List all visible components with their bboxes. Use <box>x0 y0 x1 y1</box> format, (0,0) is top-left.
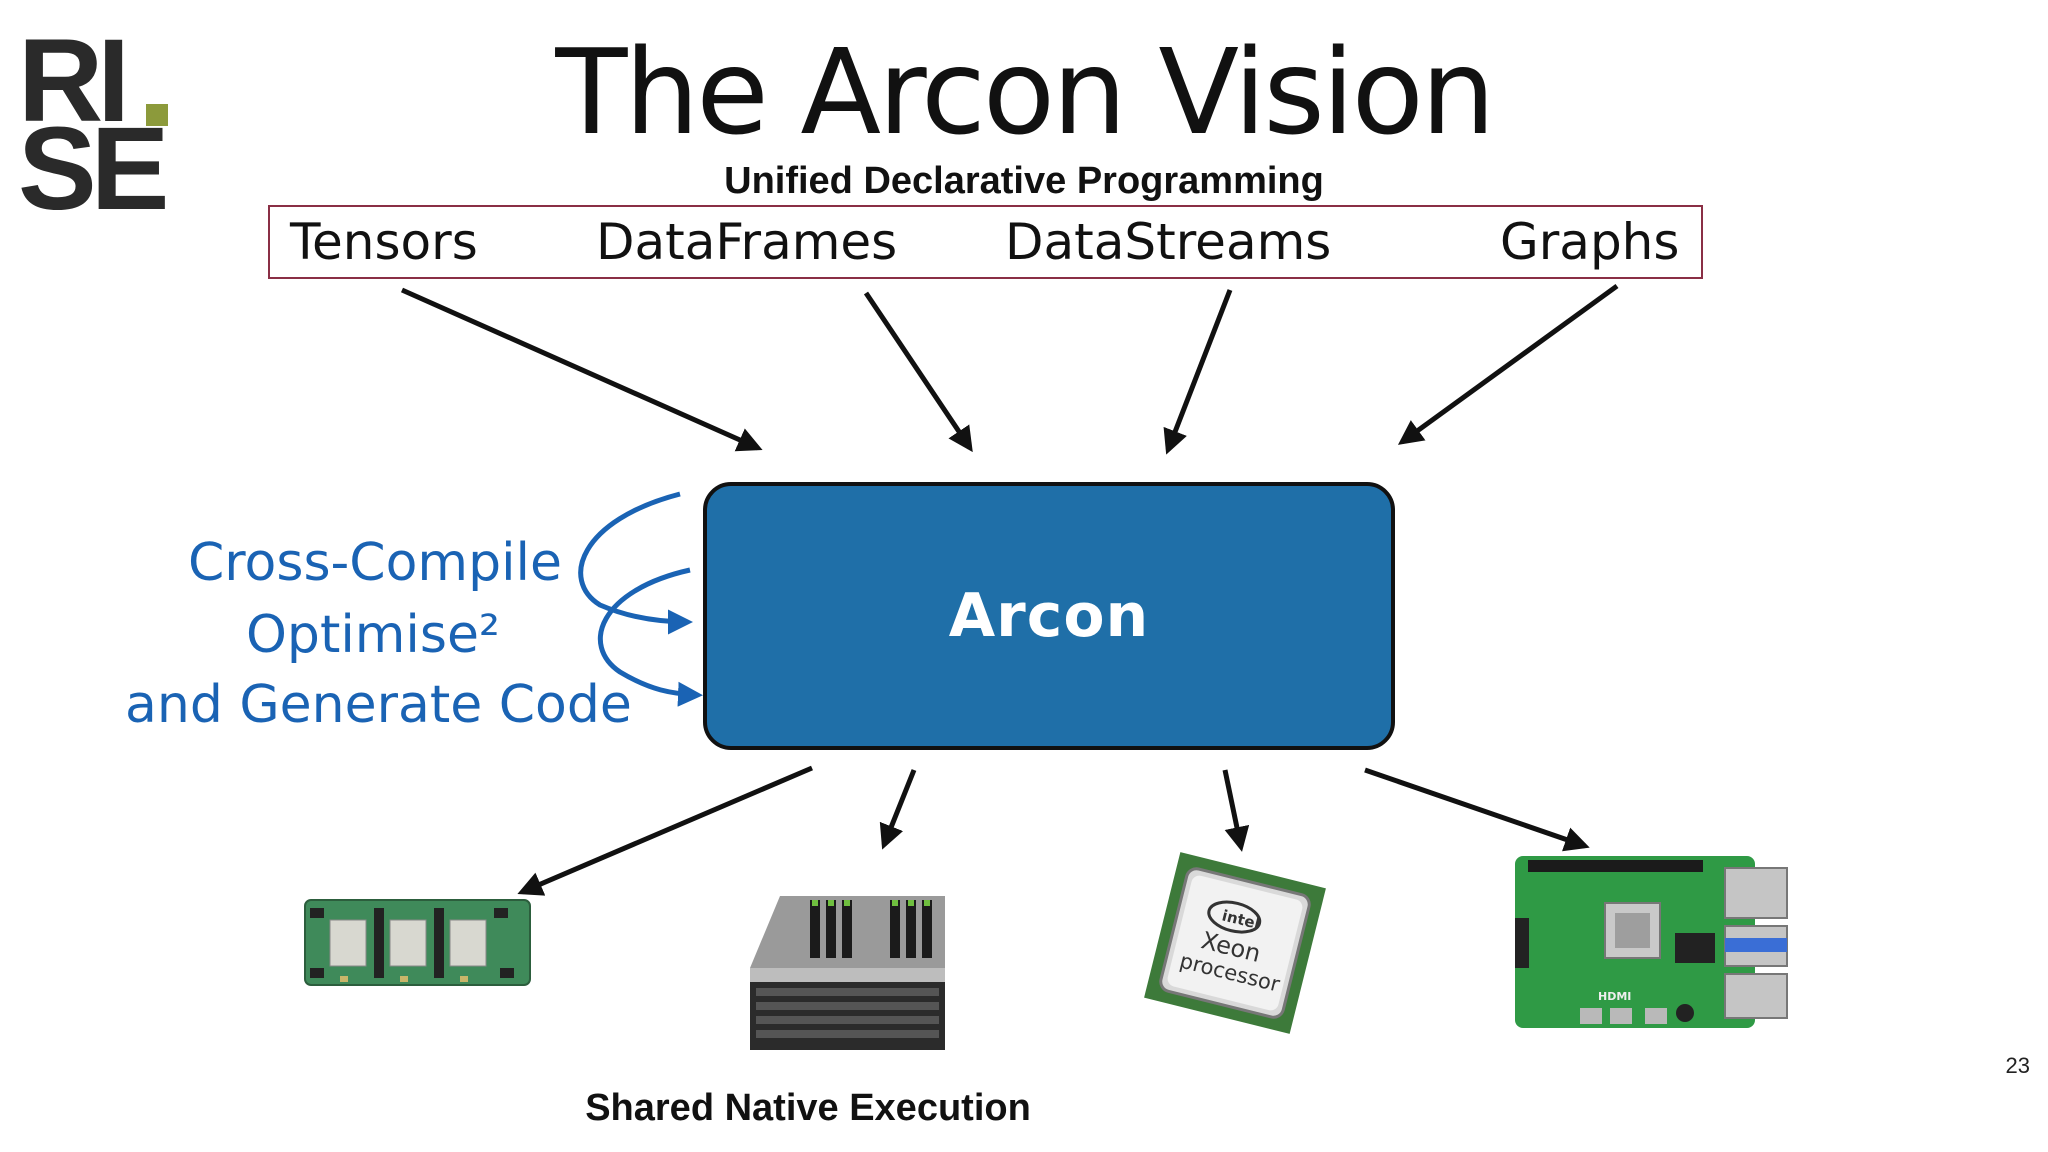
bottom-label: Shared Native Execution <box>585 1087 1031 1129</box>
input-datastreams: DataStreams <box>1005 213 1332 271</box>
intel-xeon-cpu-image: intel Xeon processor <box>1144 852 1326 1034</box>
logo-dot <box>146 104 168 126</box>
arrow-tensors <box>400 287 763 452</box>
arrow-to-pi <box>1364 767 1590 852</box>
input-graphs: Graphs <box>1500 213 1680 271</box>
loop-arrow-bottom <box>597 567 703 707</box>
subtitle: Unified Declarative Programming <box>724 160 1324 202</box>
raspberry-pi-board-image: HDMI <box>1515 856 1788 1028</box>
slide-title: The Arcon Vision <box>555 23 1495 161</box>
gpu-server-image <box>750 896 945 1050</box>
input-frame <box>268 205 1703 279</box>
logo-line-2: SE <box>18 103 169 235</box>
arrow-graphs <box>1397 283 1619 445</box>
rise-logo: RI SE <box>18 15 169 228</box>
arrow-to-cpu <box>1222 769 1250 852</box>
input-dataframes: DataFrames <box>596 213 898 271</box>
arrow-dataframes <box>863 291 973 453</box>
tpu-board-image <box>304 899 531 986</box>
arcon-box: Arcon <box>703 482 1395 750</box>
pi-hdmi-label: HDMI <box>1598 990 1631 1003</box>
side-text-generate-code: and Generate Code <box>125 675 632 735</box>
arcon-label: Arcon <box>948 581 1150 651</box>
loop-arrow-top <box>578 491 693 635</box>
side-text-cross-compile: Cross-Compile <box>188 533 562 593</box>
logo-line-1: RI <box>18 15 130 147</box>
arrow-to-tpu <box>517 765 813 896</box>
page-number: 23 <box>2005 1053 2030 1078</box>
arrow-datastreams <box>1163 289 1233 455</box>
input-tensors: Tensors <box>290 213 478 271</box>
side-text-optimise: Optimise² <box>246 605 500 665</box>
arrow-to-gpu-server <box>879 769 917 850</box>
